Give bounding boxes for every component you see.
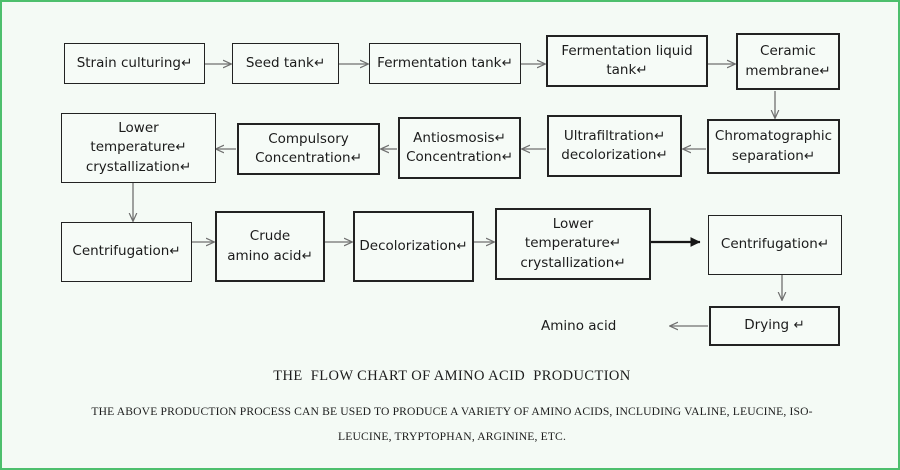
node-centrifugation-1[interactable]: Centrifugation↵ [61, 222, 192, 282]
chart-title: THE FLOW CHART OF AMINO ACID PRODUCTION [273, 368, 631, 384]
node-fermentation-tank[interactable]: Fermentation tank↵ [369, 43, 521, 84]
node-centrifugation-2[interactable]: Centrifugation↵ [708, 215, 842, 275]
node-strain-culturing[interactable]: Strain culturing↵ [64, 43, 205, 84]
note-line-1: THE ABOVE PRODUCTION PROCESS CAN BE USED… [91, 405, 813, 418]
node-ultrafiltration-decolorization[interactable]: Ultrafiltration↵ decolorization↵ [547, 115, 682, 177]
node-antiosmosis-concentration[interactable]: Antiosmosis↵ Concentration↵ [398, 117, 521, 179]
node-crude-amino-acid[interactable]: Crude amino acid↵ [215, 211, 325, 282]
note-line-2: LEUCINE, TRYPTOPHAN, ARGININE, ETC. [337, 430, 566, 443]
node-chromatographic-separation[interactable]: Chromatographic separation↵ [707, 119, 840, 174]
amino-acid-output-label: Amino acid [541, 318, 617, 334]
node-decolorization[interactable]: Decolorization↵ [353, 211, 474, 282]
node-compulsory-concentration[interactable]: Compulsory Concentration↵ [237, 123, 380, 175]
node-fermentation-liquid-tank[interactable]: Fermentation liquid tank↵ [546, 35, 708, 87]
node-lower-temperature-crystallization-1[interactable]: Lower temperature↵ crystallization↵ [61, 113, 216, 183]
node-seed-tank[interactable]: Seed tank↵ [232, 43, 339, 84]
node-drying[interactable]: Drying ↵ [709, 306, 840, 346]
node-lower-temperature-crystallization-2[interactable]: Lower temperature↵ crystallization↵ [495, 208, 651, 280]
node-ceramic-membrane[interactable]: Ceramic membrane↵ [736, 33, 840, 90]
